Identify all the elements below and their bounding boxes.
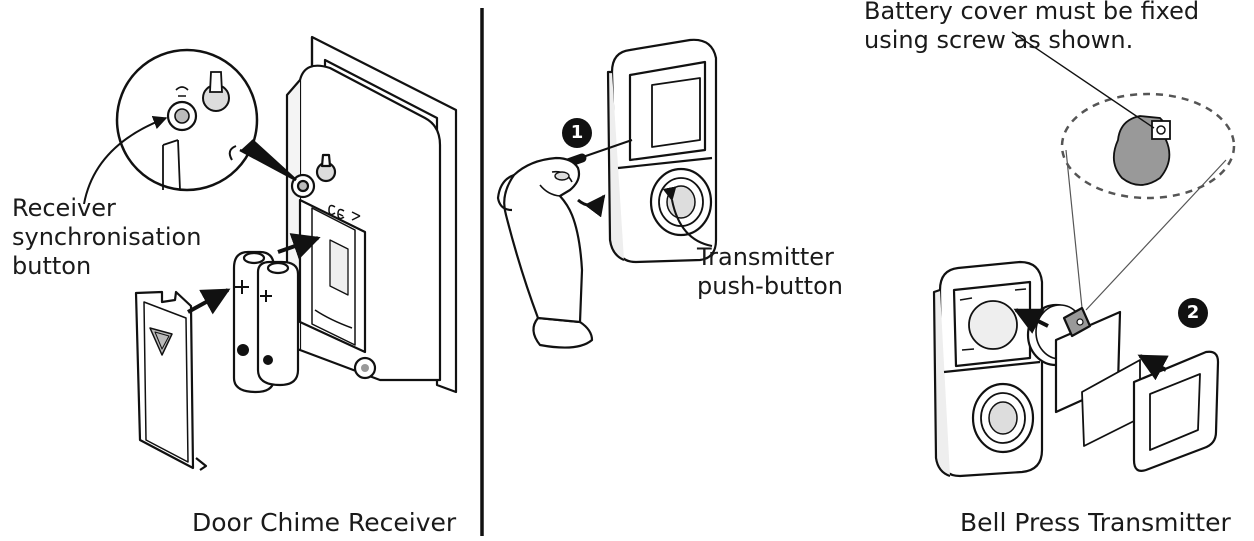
receiver-detail-magnifier [115,48,297,192]
receiver-sync-label-line-2: synchronisation [12,223,202,251]
battery-cover-note: Battery cover must be fixed using screw … [864,0,1199,55]
battery-cover-note-line-2: using screw as shown. [864,26,1134,54]
receiver-illustration [134,35,458,471]
transmitter-button-label: Transmitter push-button [697,243,843,301]
receiver-sync-label-line-3: button [12,252,92,280]
bell-press-illustration [932,260,1220,478]
step-2-badge: 2 [1178,298,1208,328]
transmitter-button-label-line-1: Transmitter [697,243,834,271]
transmitter-illustration [496,38,718,349]
battery-cover-detail [1011,31,1236,311]
transmitter-button-label-line-2: push-button [697,272,843,300]
bell-press-title: Bell Press Transmitter [960,508,1231,537]
receiver-sync-label: Receiver synchronisation button [12,194,201,281]
receiver-sync-label-line-1: Receiver [12,194,116,222]
battery-cover-note-line-1: Battery cover must be fixed [864,0,1200,25]
receiver-arrows [83,115,321,315]
step-1-badge: 1 [562,118,592,148]
receiver-title: Door Chime Receiver [192,508,457,537]
